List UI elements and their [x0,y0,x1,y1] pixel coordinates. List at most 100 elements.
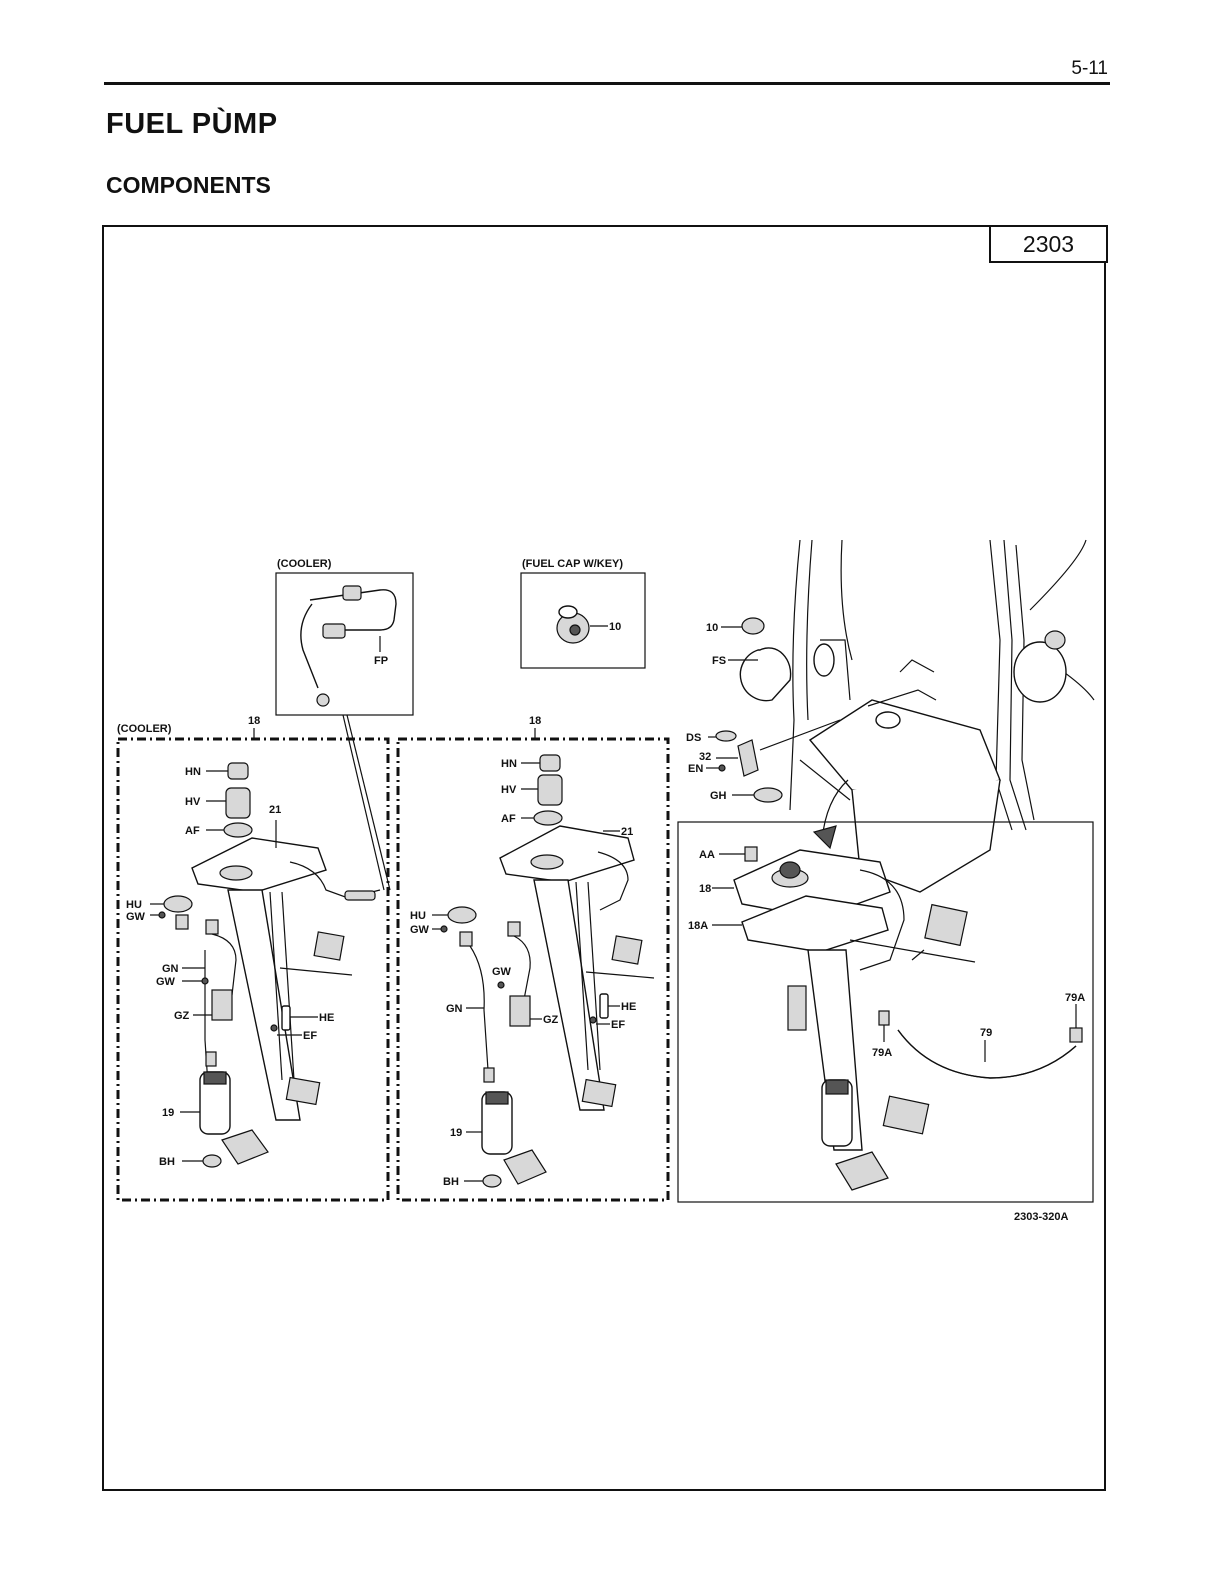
frame-boss [1045,631,1065,649]
tank-opening [814,644,834,676]
callout-mid-hu: HU [410,910,426,922]
callout-left-ef: EF [303,1030,317,1042]
callout-fuel-cap-key: (FUEL CAP W/KEY) [522,558,623,570]
part-gz [510,996,530,1026]
part-hn [228,763,248,779]
callout-left-hu: HU [126,899,142,911]
part-af [224,823,252,837]
callout-mid-gn: GN [446,1003,463,1015]
part-hu [448,907,476,923]
connector [206,1052,216,1066]
bracket-clip [788,986,806,1030]
pump-filter [504,1150,546,1184]
part-fs [740,648,790,701]
connector [460,932,472,946]
callout-left-af: AF [185,825,200,837]
callout-tr-ds: DS [686,732,701,744]
float-block [314,932,344,960]
callout-br-79: 79 [980,1027,992,1039]
flange-port [220,866,252,880]
callout-tr-fs: FS [712,655,726,667]
part-af [534,811,562,825]
callout-cap-10: 10 [609,621,621,633]
part-hu [164,896,192,912]
middle-pump-assembly-group: 18 HN HV AF 21 HU GW GW GN [398,715,668,1200]
callout-br-79a-left: 79A [872,1047,892,1059]
callout-mid-he: HE [621,1001,636,1013]
callout-left-he: HE [319,1012,334,1024]
part-bh [483,1175,501,1187]
cap-key-head [559,606,577,618]
hose-fitting [345,891,375,900]
connector [484,1068,494,1082]
callout-left-gw2: GW [156,976,176,988]
callout-left-gw: GW [126,911,146,923]
fuel-cap [742,618,764,634]
tank-pump-port [876,712,900,728]
callout-mid-af: AF [501,813,516,825]
pump-bracket [534,880,604,1110]
callout-mid-hv: HV [501,784,517,796]
callout-left-18: 18 [248,715,260,727]
callout-tr-10: 10 [706,622,718,634]
hose-end [317,694,329,706]
part-hv [226,788,250,818]
frame-wheel-well [1014,642,1066,702]
part-ds [716,731,736,741]
callout-tr-en: EN [688,763,703,775]
callout-tr-gh: GH [710,790,727,802]
arrow-head [814,826,836,848]
cap-lock [570,625,580,635]
callout-cooler-top: (COOLER) [277,558,332,570]
fuel-cap-key-inset: (FUEL CAP W/KEY) 10 [521,558,645,668]
left-pump-assembly-group: (COOLER) 18 HN HV AF 21 HU GW [117,715,388,1200]
pump-install-inset: AA 18 18A 79 79A 79A [678,822,1093,1202]
callout-mid-gw2: GW [492,966,512,978]
callout-tr-32: 32 [699,751,711,763]
float-block [883,1096,928,1134]
part-aa-bolt [745,847,757,861]
callout-left-hv: HV [185,796,201,808]
connector [508,922,520,936]
float-block [286,1078,319,1105]
callout-mid-18: 18 [529,715,541,727]
callout-left-hn: HN [185,766,201,778]
pump-top [486,1092,508,1104]
part-79a-clamp [879,1011,889,1025]
callout-left-gz: GZ [174,1010,190,1022]
pump-filter [222,1130,268,1164]
float-block [925,905,967,946]
part-he [282,1006,290,1030]
callout-br-79a-right: 79A [1065,992,1085,1004]
part-32-hose [738,740,758,776]
hose-fitting [343,586,361,600]
part-gh [754,788,782,802]
callout-br-18: 18 [699,883,711,895]
cooler-hose-inset: (COOLER) FP [276,558,413,890]
callout-mid-gz: GZ [543,1014,559,1026]
float-block [582,1080,615,1107]
callout-mid-bh: BH [443,1176,459,1188]
callout-br-aa: AA [699,849,715,861]
callout-br-18a: 18A [688,920,708,932]
pump-filter [836,1152,888,1190]
connector [176,915,188,929]
callout-mid-hn: HN [501,758,517,770]
part-gz [212,990,232,1020]
pump-flange-plate [192,838,326,892]
part-he [600,994,608,1018]
callout-mid-19: 19 [450,1127,462,1139]
vehicle-tank-view: 10 FS DS 32 EN GH [686,540,1094,892]
callout-mid-ef: EF [611,1019,625,1031]
callout-cooler-left: (COOLER) [117,723,172,735]
connector [206,920,218,934]
middle-dashed-group-box [398,739,668,1200]
pump-flange-plate [500,826,634,882]
part-hn [540,755,560,771]
pump-top [204,1072,226,1084]
callout-left-gn: GN [162,963,179,975]
part-hv [538,775,562,805]
part-bh [203,1155,221,1167]
callout-fp: FP [374,655,388,667]
